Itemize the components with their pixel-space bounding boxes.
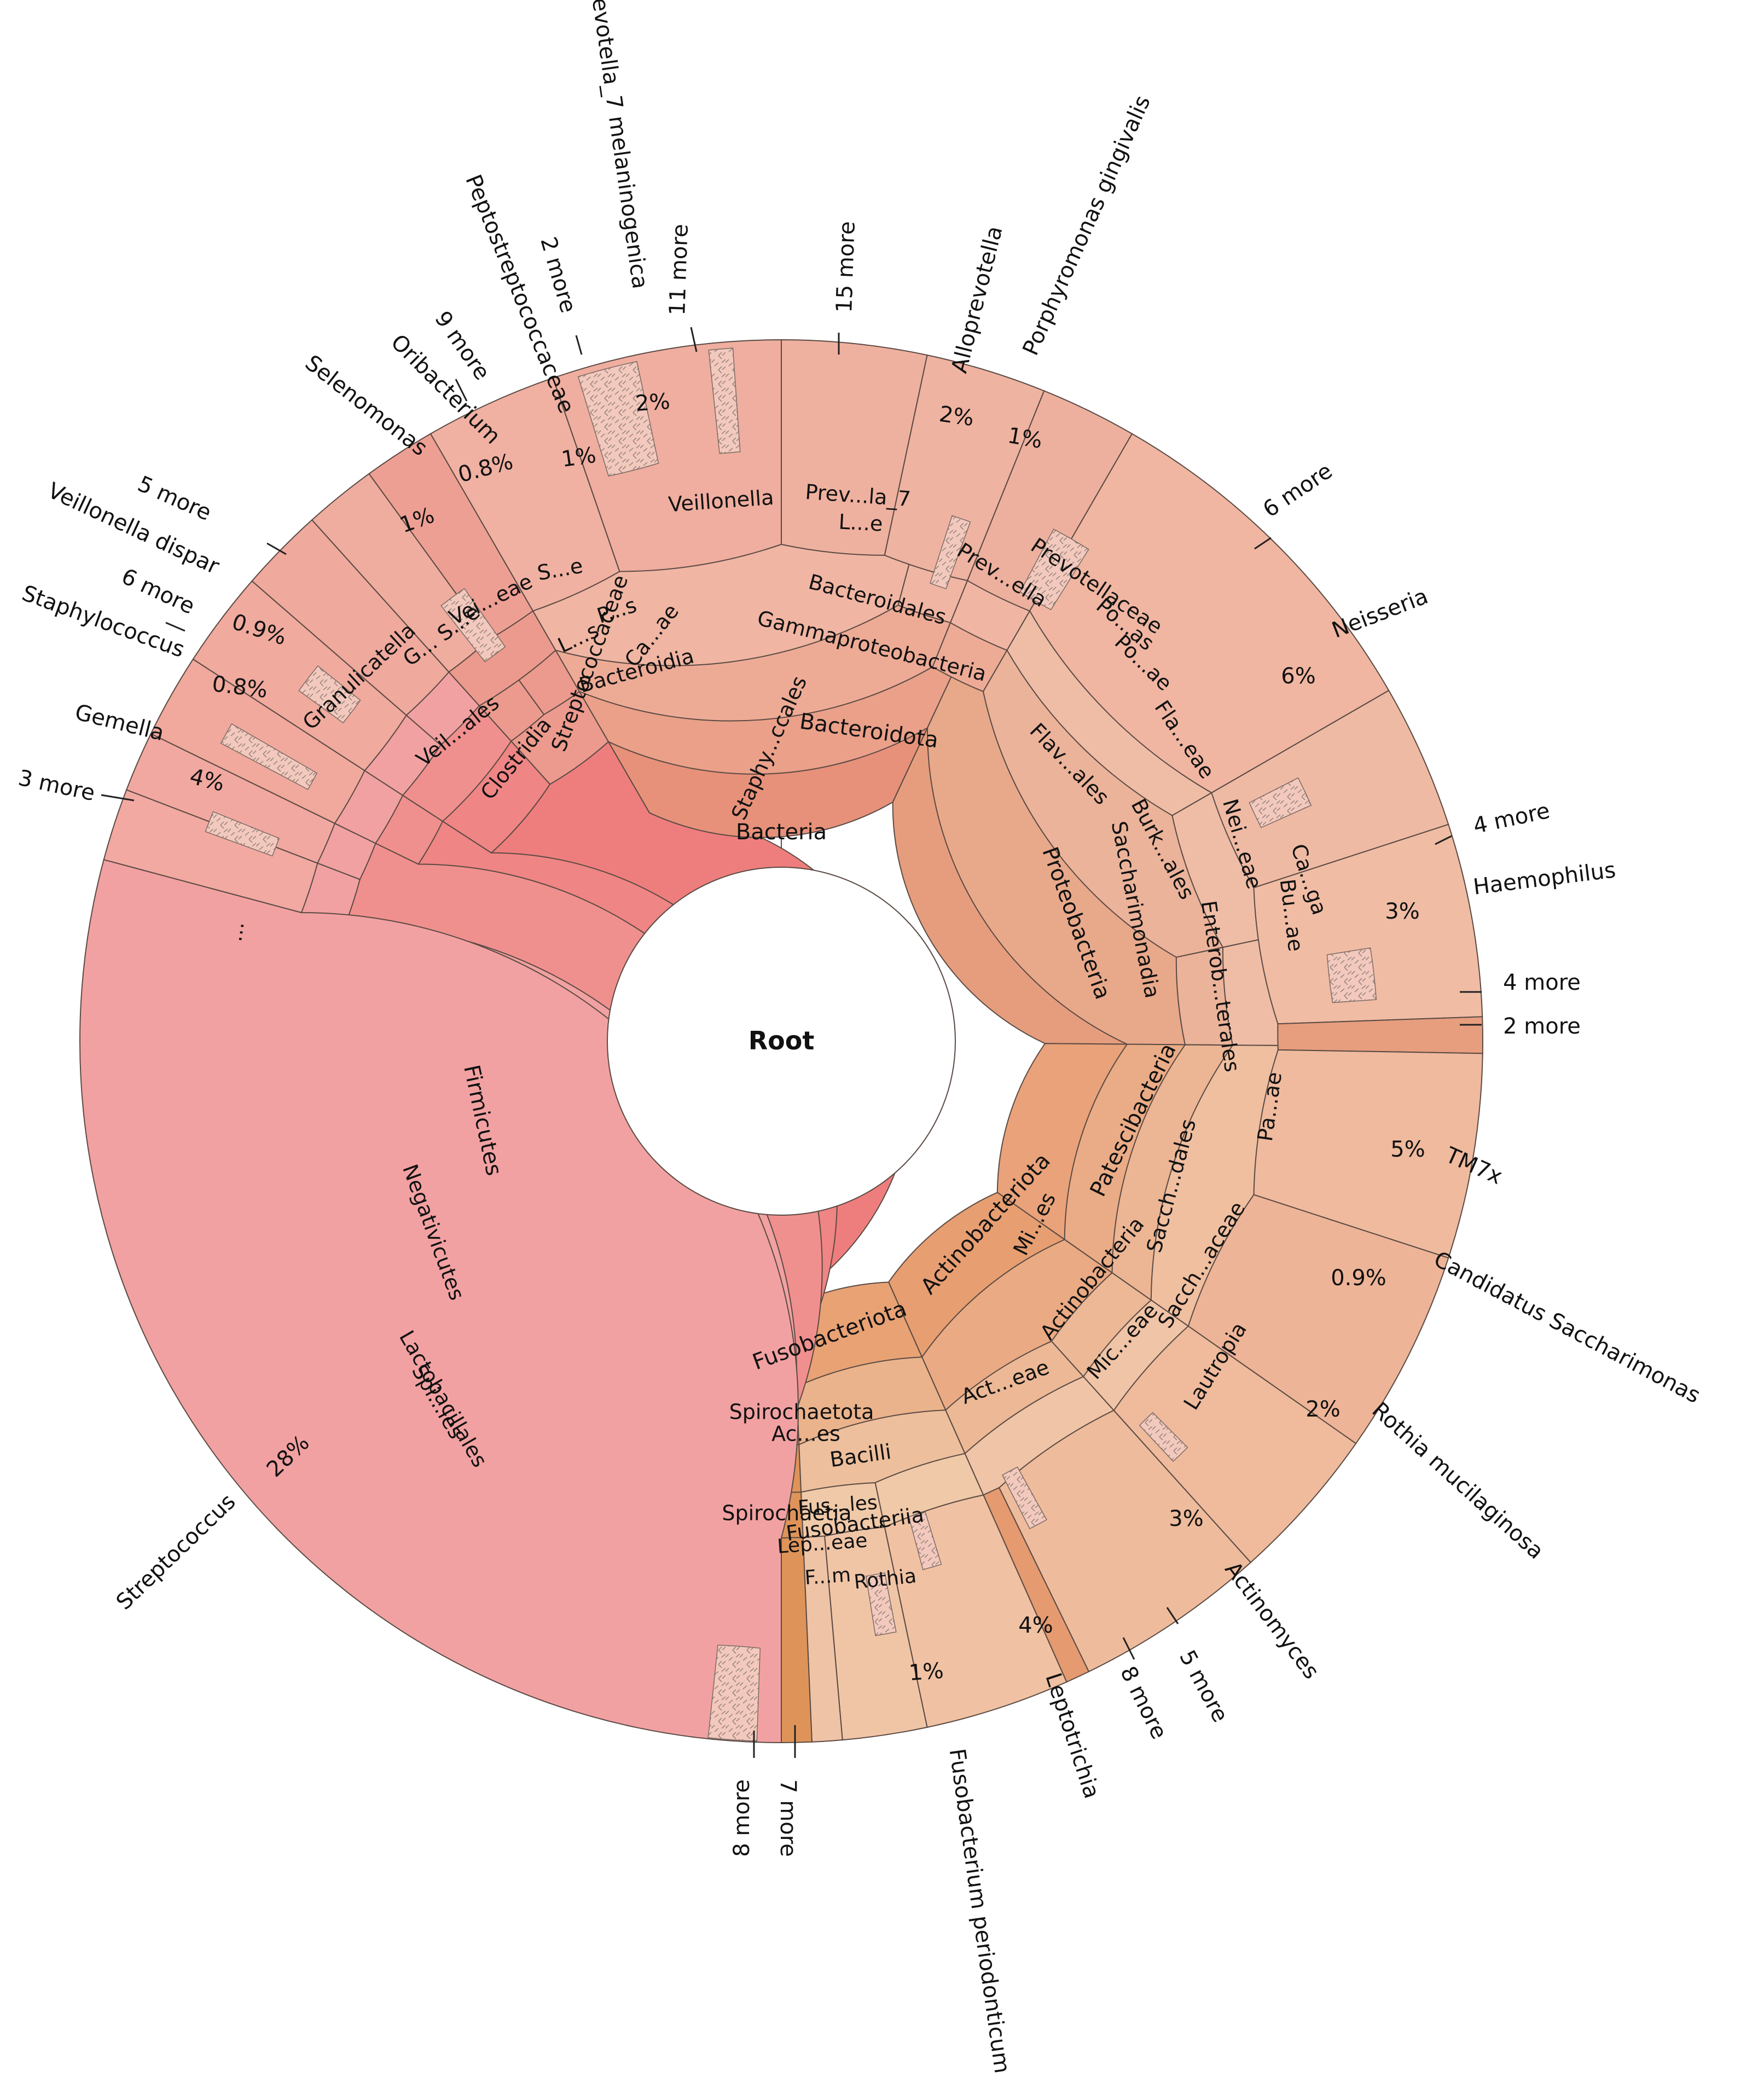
sunburst-wedges [79,339,1483,1744]
outer-label-31: 7 more [775,1779,800,1857]
ring-label-28: Ac...es [771,1422,840,1446]
outer-label-22: 2 more [1503,1014,1581,1039]
outer-label-18: Neisseria [1328,584,1431,643]
percent-label-14: 2% [1305,1397,1340,1422]
center-disc[interactable] [607,867,956,1216]
outer-label-24: Candidatus Saccharimonas [1430,1246,1704,1408]
outer-label-32: 8 more [729,1779,755,1857]
ring-label-16: Spirochaetia [722,1501,851,1525]
outer-label-12: Prevotella_7 melaninogenica [584,0,653,291]
ring-label-47: ... [864,1510,884,1534]
outer-label-19: 4 more [1471,798,1552,839]
percent-label-15: 3% [1169,1506,1203,1531]
collapsed-hatch-4[interactable] [440,588,506,663]
leader-line-12 [1122,1637,1135,1660]
leader-line-8 [1435,835,1452,845]
outer-label-13: 11 more [665,224,693,316]
percent-label-10: 6% [1281,664,1315,689]
outer-label-1: Gemella [72,700,166,746]
collapsed-hatch-0[interactable] [707,1645,761,1742]
percent-label-8: 2% [938,402,976,431]
wedge-genus-spirochaete[interactable] [781,1537,813,1744]
outer-label-21: 4 more [1503,970,1581,995]
collapsed-hatch-10[interactable] [1326,947,1377,1003]
percent-label-9: 1% [1006,423,1044,454]
collapsed-hatch-11[interactable] [1139,1412,1188,1462]
leader-line-7 [1254,537,1272,550]
percent-label-11: 3% [1385,899,1419,924]
collapsed-hatch-9[interactable] [1249,777,1312,828]
outer-label-26: Actinomyces [1220,1557,1324,1684]
collapsed-hatch-13[interactable] [908,1511,942,1570]
ring-label-48: ... [222,920,249,943]
leader-lines [101,327,1482,1758]
leader-line-0 [101,794,135,802]
outer-label-30: Fusobacterium periodonticum [944,1747,1015,2075]
outer-label-16: Porphyromonas gingivalis [1018,92,1156,359]
ring-label-29: Fus...les [797,1491,878,1519]
outer-label-25: Rothia mucilaginosa [1367,1397,1548,1564]
outer-label-5: Veillonella dispar [44,478,223,580]
collapsed-hatch-3[interactable] [298,665,361,724]
percent-label-7: 2% [635,389,671,416]
ring-label-0: Bacteria [736,820,827,845]
outer-label-2: 3 more [16,765,97,806]
center-label[interactable]: Root [748,1026,815,1055]
leader-line-4 [575,335,583,355]
collapsed-hatch-1[interactable] [205,811,280,857]
collapsed-hatch-5[interactable] [577,361,659,477]
outer-label-27: 5 more [1174,1646,1233,1727]
outer-label-28: 8 more [1115,1662,1171,1743]
outer-label-0: Streptococcus [112,1489,241,1615]
ring-label-36: L...e [838,509,884,536]
outer-label-6: 5 more [134,471,215,526]
outer-label-4: 6 more [118,564,199,619]
percent-label-17: 1% [908,1658,945,1686]
outer-label-14: 15 more [832,221,860,314]
percent-label-6: 1% [560,443,597,472]
outer-label-20: Haemophilus [1472,857,1617,900]
outer-label-15: Alloprevotella [947,224,1008,376]
percent-label-12: 5% [1390,1137,1425,1162]
collapsed-hatch-6[interactable] [708,347,741,454]
collapsed-hatch-8[interactable] [1019,529,1089,611]
ring-label-57: F...m [804,1564,851,1589]
collapsed-hatch-14[interactable] [866,1572,897,1636]
leader-line-1 [165,622,185,632]
percent-label-13: 0.9% [1331,1266,1386,1291]
outer-label-29: Leptotrichia [1040,1670,1104,1802]
percent-label-16: 4% [1018,1613,1053,1638]
outer-label-17: 6 more [1258,458,1337,523]
outer-label-11: 2 more [535,234,581,316]
leader-line-5 [690,327,698,352]
leader-line-2 [266,542,287,555]
collapsed-hatch-7[interactable] [929,515,971,590]
collapsed-hatch-12[interactable] [1002,1466,1047,1530]
leader-line-11 [1166,1607,1179,1624]
leader-line-3 [455,379,468,402]
ring-label-7: Spirochaetota [729,1400,874,1424]
collapsed-hatch-2[interactable] [220,723,318,790]
